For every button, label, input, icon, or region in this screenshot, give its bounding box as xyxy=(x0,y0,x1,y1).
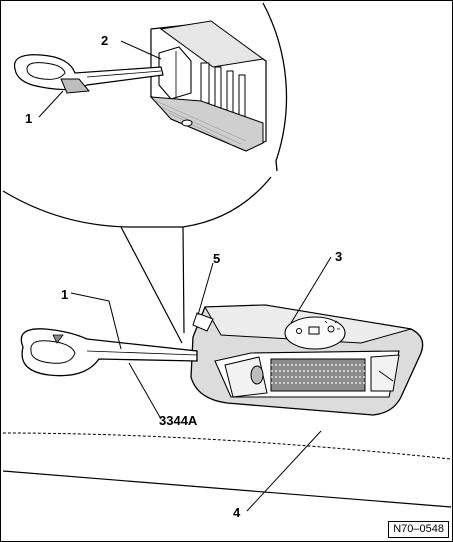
callout-3344A: 3344A xyxy=(159,413,198,428)
reading-light xyxy=(190,304,424,416)
roof-lines xyxy=(2,432,452,508)
callout-4: 4 xyxy=(233,505,241,520)
callout-2-top: 2 xyxy=(101,33,108,48)
detail-tool xyxy=(13,54,164,94)
detail-magnifier xyxy=(2,2,288,344)
callout-1-top: 1 xyxy=(25,111,32,126)
callout-5: 5 xyxy=(213,251,220,266)
leader-lines xyxy=(38,40,332,512)
figure-reference: N70–0548 xyxy=(388,521,449,538)
detail-housing xyxy=(149,20,267,152)
callout-labels: 2 1 3 5 1 3344A 4 xyxy=(25,33,342,520)
removal-tool xyxy=(20,328,198,377)
callout-1: 1 xyxy=(61,287,68,302)
callout-3: 3 xyxy=(335,249,342,264)
